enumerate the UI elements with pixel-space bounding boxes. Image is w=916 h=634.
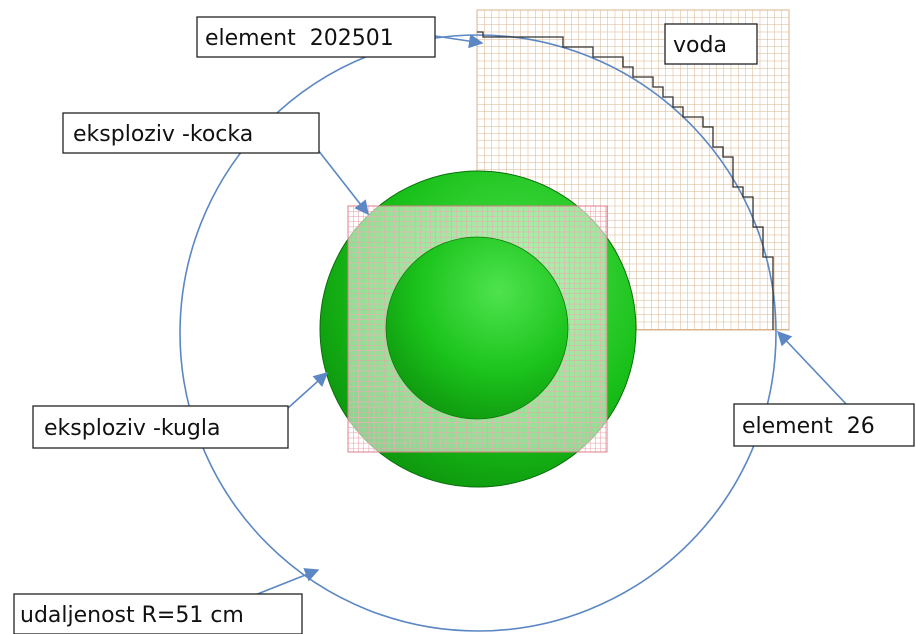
label-sphere: eksploziv -kugla xyxy=(32,405,289,449)
label-cube: eksploziv -kocka xyxy=(62,112,320,154)
arrow-cube xyxy=(317,149,369,216)
arrow-sphere xyxy=(287,372,329,409)
arrow-element-bottom xyxy=(777,330,849,407)
arrow-distance xyxy=(254,568,320,596)
label-element-bottom: element 26 xyxy=(733,403,915,447)
label-distance: udaljenost R=51 cm xyxy=(13,593,303,634)
svg-text:voda: voda xyxy=(673,33,727,58)
svg-text:element 202501: element 202501 xyxy=(205,26,394,51)
label-element-top: element 202501 xyxy=(196,16,436,58)
element-staircase-boundary xyxy=(477,31,774,330)
svg-text:eksploziv -kugla: eksploziv -kugla xyxy=(44,416,220,441)
label-water: voda xyxy=(664,23,758,65)
svg-text:udaljenost R=51 cm: udaljenost R=51 cm xyxy=(20,603,244,628)
inner-sphere xyxy=(385,236,569,420)
svg-text:eksploziv -kocka: eksploziv -kocka xyxy=(73,122,253,147)
arrow-element-top xyxy=(434,33,484,49)
svg-text:element 26: element 26 xyxy=(742,414,875,439)
